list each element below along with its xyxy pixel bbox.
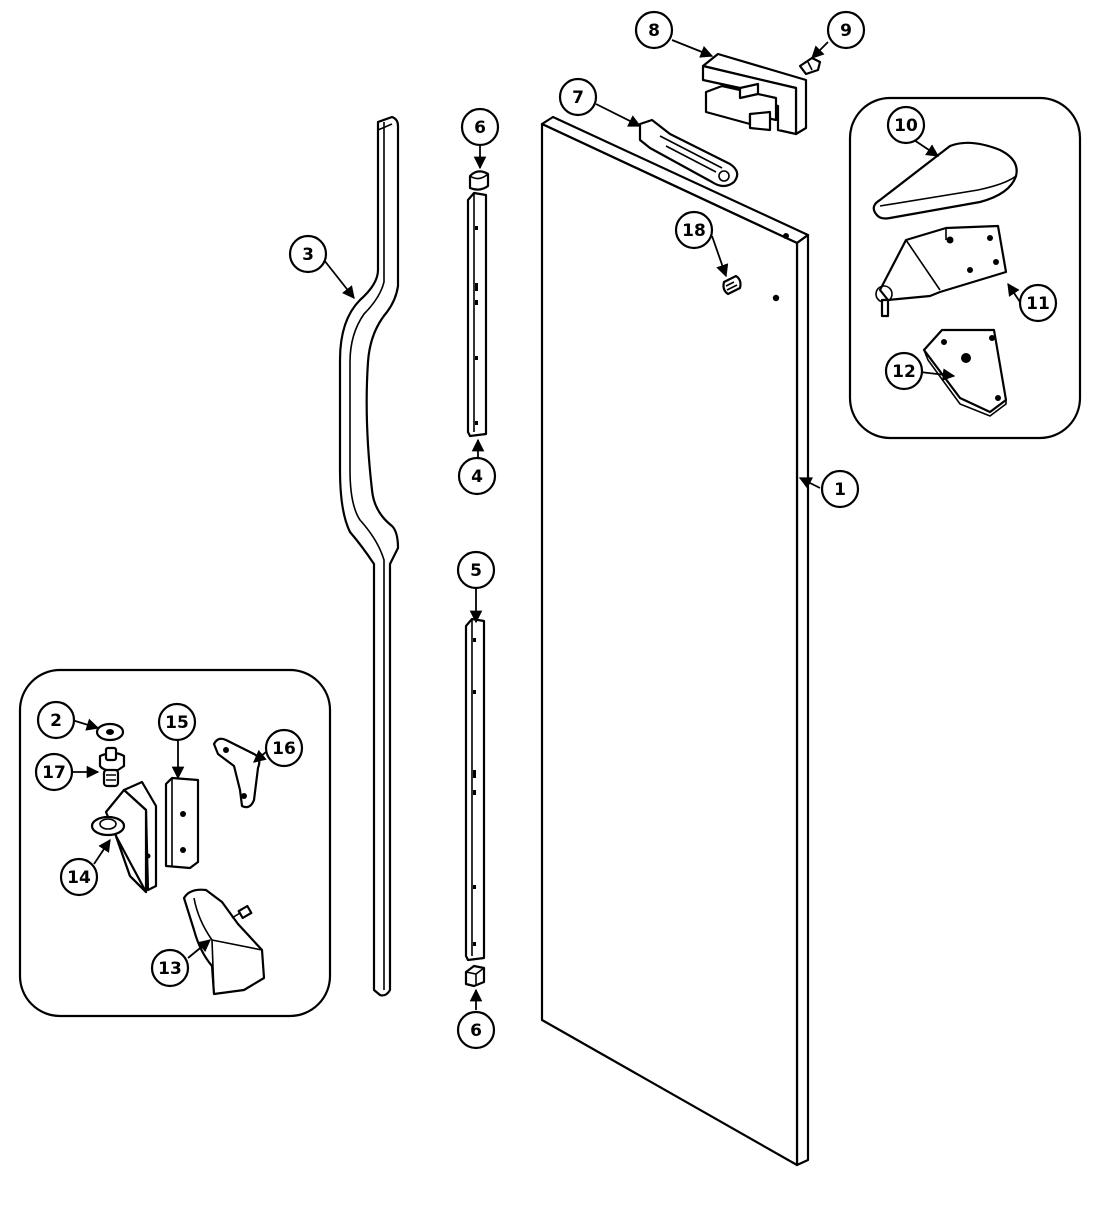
callout-15: 15: [157, 702, 197, 742]
svg-text:6: 6: [470, 1021, 482, 1041]
callout-6-top: 6: [460, 107, 500, 147]
angle-bracket: [212, 737, 261, 809]
callout-7: 7: [558, 77, 598, 117]
svg-text:13: 13: [158, 959, 182, 979]
svg-text:15: 15: [165, 713, 189, 733]
callout-4: 4: [457, 456, 497, 496]
callout-9: 9: [826, 10, 866, 50]
lower-trim-strip: [464, 617, 486, 962]
svg-text:2: 2: [50, 711, 62, 731]
door-panel: [540, 115, 810, 1167]
svg-text:10: 10: [894, 116, 918, 136]
upper-hinge: [875, 224, 1008, 318]
callout-3: 3: [288, 234, 328, 274]
svg-text:1: 1: [834, 480, 846, 500]
callout-10: 10: [886, 105, 926, 145]
svg-text:6: 6: [474, 118, 486, 138]
callout-16: 16: [264, 728, 304, 768]
callout-5: 5: [456, 550, 496, 590]
svg-text:8: 8: [648, 21, 660, 41]
upper-trim-strip: [466, 191, 488, 438]
svg-text:12: 12: [892, 362, 916, 382]
svg-text:5: 5: [470, 561, 482, 581]
svg-text:11: 11: [1026, 294, 1050, 314]
callout-8: 8: [634, 10, 674, 50]
svg-text:18: 18: [682, 221, 706, 241]
svg-text:4: 4: [471, 467, 483, 487]
end-cap-top: [468, 170, 490, 191]
svg-text:14: 14: [67, 868, 91, 888]
callout-14: 14: [59, 857, 99, 897]
hinge-pin: [98, 746, 126, 788]
hinge-kit-inset: [848, 96, 1082, 440]
small-clip: [798, 56, 822, 76]
hinge-support: [182, 888, 266, 996]
svg-text:9: 9: [840, 21, 852, 41]
screw: [722, 274, 742, 296]
hinge-cover: [872, 141, 1018, 220]
hinge-bracket: [90, 780, 158, 894]
washer: [95, 722, 125, 742]
top-hinge-strip: [638, 118, 739, 188]
callout-17: 17: [34, 752, 74, 792]
callout-18: 18: [674, 210, 714, 250]
end-cap-bottom: [464, 964, 486, 988]
callout-11: 11: [1018, 283, 1058, 323]
door-handle: [338, 115, 400, 997]
callout-2: 2: [36, 700, 76, 740]
callout-6-bottom: 6: [456, 1010, 496, 1050]
callout-12: 12: [884, 351, 924, 391]
svg-text:17: 17: [42, 763, 66, 783]
hardware-kit-inset: [18, 668, 332, 1018]
door-stop-block: [701, 52, 808, 136]
callout-1: 1: [820, 469, 860, 509]
callout-13: 13: [150, 948, 190, 988]
spacer-plate: [164, 776, 200, 870]
svg-text:7: 7: [572, 88, 584, 108]
leader-lines: [71, 39, 1021, 1010]
svg-text:16: 16: [272, 739, 296, 759]
svg-text:3: 3: [302, 245, 314, 265]
lower-hinge: [922, 328, 1008, 417]
